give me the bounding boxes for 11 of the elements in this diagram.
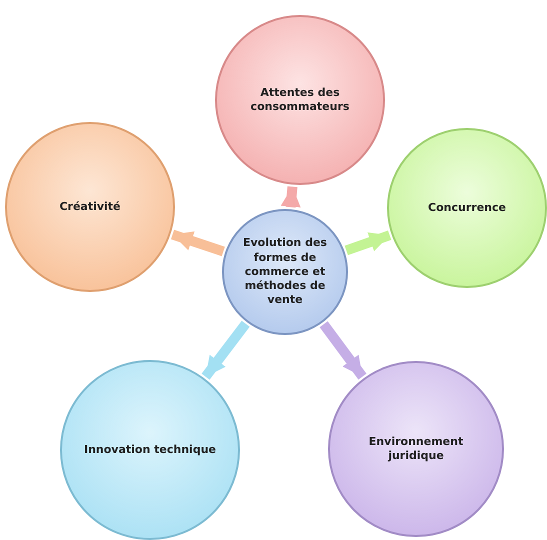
block-arrow [320,321,366,380]
node-label: Créativité [58,200,122,214]
node-label: Environnement juridique [368,434,464,464]
node-label: Attentes des consommateurs [250,86,350,114]
block-arrow [280,186,301,208]
block-arrow [170,230,225,256]
block-arrow [344,230,392,256]
node-label: Evolution des formes de commerce et méthodes de vente [242,236,328,308]
block-arrow [202,320,250,380]
node-label: Innovation technique [83,442,217,458]
node-label: Concurrence [427,200,507,216]
